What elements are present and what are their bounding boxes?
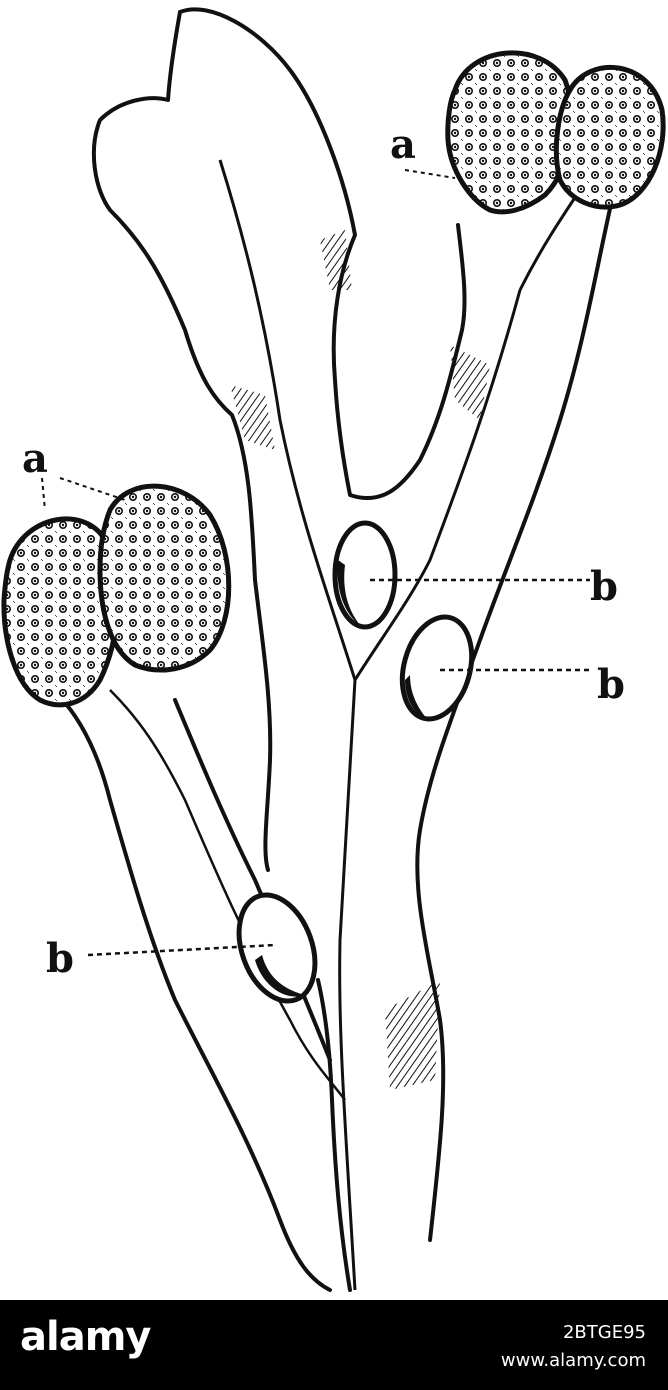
shading bbox=[320, 230, 352, 290]
leader-line-b-left bbox=[87, 943, 276, 957]
site-url-text: www.alamy.com bbox=[500, 1350, 646, 1371]
receptacle-left-1 bbox=[1, 516, 121, 708]
receptacle-left-2 bbox=[97, 483, 232, 673]
air-bladder-middle-shade bbox=[405, 675, 428, 720]
alamy-logo: alamy bbox=[20, 1314, 151, 1360]
leader-line-a-top bbox=[404, 169, 456, 179]
main-stem-outline bbox=[316, 198, 614, 1292]
watermark-footer: alamy 2BTGE95 www.alamy.com bbox=[0, 1300, 668, 1390]
air-bladder-lower-shade bbox=[255, 955, 305, 997]
air-bladder-upper-shade bbox=[337, 560, 360, 625]
image-id-text: 2BTGE95 bbox=[562, 1322, 646, 1343]
midrib bbox=[218, 159, 582, 1291]
air-bladder-upper bbox=[332, 520, 398, 630]
label-b-right-lower: b bbox=[597, 661, 625, 708]
label-b-left: b bbox=[46, 935, 74, 982]
air-bladder-middle bbox=[399, 614, 475, 722]
shading bbox=[450, 345, 490, 420]
seaweed-illustration: a a b b b bbox=[1, 7, 666, 1292]
shading bbox=[230, 385, 275, 450]
shading bbox=[385, 980, 440, 1090]
left-frond-midrib bbox=[109, 689, 346, 1101]
air-bladder-lower bbox=[236, 892, 318, 1004]
receptacle-top-right bbox=[553, 65, 666, 210]
label-b-right-upper: b bbox=[590, 563, 618, 610]
leader-line-a-left-2 bbox=[59, 477, 126, 501]
label-a-left: a bbox=[22, 435, 48, 482]
label-a-top: a bbox=[390, 121, 416, 168]
leader-line-a-left-1 bbox=[41, 477, 46, 511]
receptacle-top-left bbox=[445, 50, 575, 215]
left-frond-outline bbox=[38, 678, 332, 1292]
